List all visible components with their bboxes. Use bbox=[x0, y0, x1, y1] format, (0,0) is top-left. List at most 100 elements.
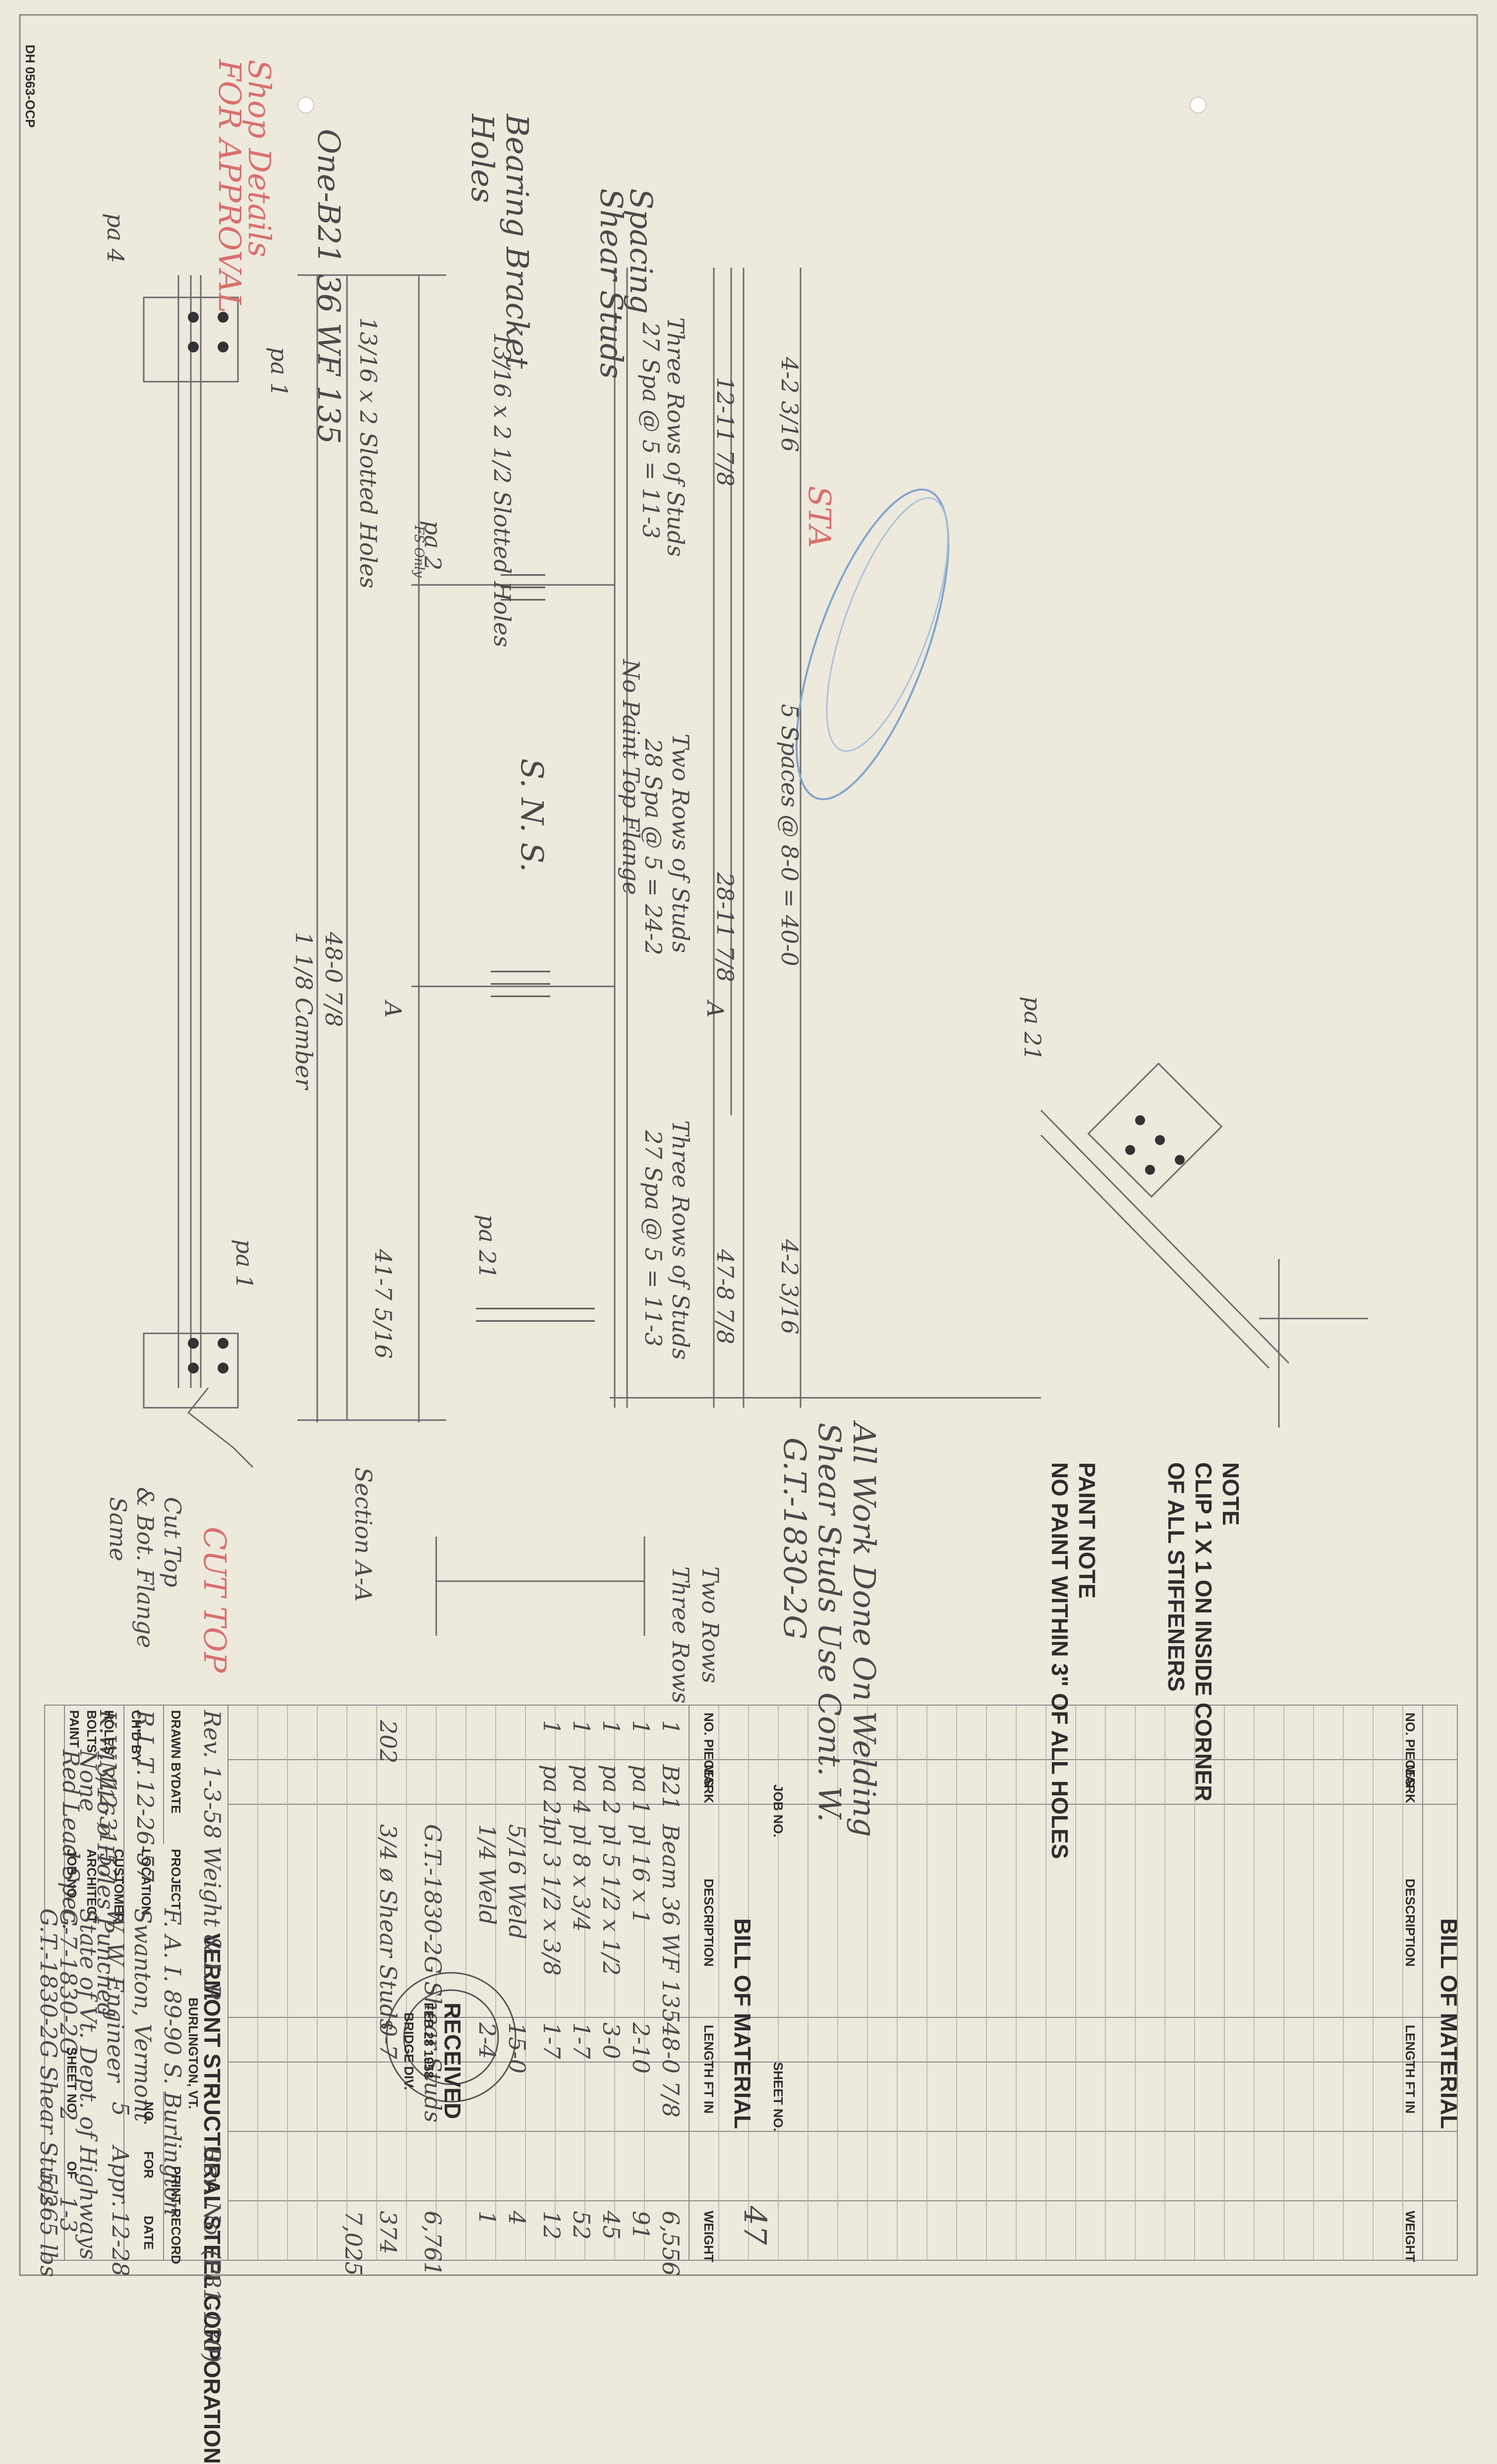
bom-row-weight: 52 bbox=[568, 2211, 595, 2240]
spaces-dim: 5 Spaces @ 8-0 = 40-0 bbox=[776, 704, 803, 967]
stud-note: G.T.-1830-2G Shear Studs bbox=[35, 1908, 62, 2207]
bom-row-pieces: 1 bbox=[598, 1720, 625, 1735]
red-note-3: CUT TOP bbox=[197, 1527, 233, 1673]
dim-12: 12-11 7/8 bbox=[712, 377, 739, 487]
bom-left-heading: BILL OF MATERIAL bbox=[730, 1918, 755, 2129]
bom-row-mark: pa 1 bbox=[628, 1765, 654, 1815]
bom-row-weight: 374 bbox=[375, 2211, 402, 2254]
revision-number: Rev. No. (P81-130) bbox=[199, 2146, 226, 2363]
print-for-value: Appr. bbox=[107, 2146, 134, 2208]
camber-label: 1 1/8 Camber bbox=[290, 932, 317, 1089]
dim-a1: 4-2 3/16 bbox=[776, 357, 803, 452]
print-date-value: 12-28 bbox=[107, 2211, 134, 2277]
bom-left-circle-number: 47 bbox=[737, 2206, 773, 2245]
bom-left-col-desc: DESCRIPTION bbox=[701, 1879, 716, 1967]
stud-weight: 5,265 lbs bbox=[35, 2171, 62, 2278]
bom-row-desc: Beam 36 WF 135 bbox=[657, 1824, 684, 2023]
slotted-holes-label: 13/16 x 2 1/2 Slotted Holes bbox=[489, 332, 516, 647]
dim-47: 47-8 7/8 bbox=[712, 1249, 739, 1344]
paint-value: Red Lead Spec. bbox=[58, 1750, 84, 1930]
bom-row-weight: 6,556 bbox=[657, 2211, 684, 2276]
three-rows-label: Three Rows bbox=[667, 1566, 694, 1704]
bom-row-length: 48-0 7/8 bbox=[657, 2022, 684, 2118]
holes-label: HOLES bbox=[102, 1710, 116, 1755]
cut-top-3: Same bbox=[105, 1497, 131, 1561]
bom-row-weight: 4 bbox=[504, 2211, 530, 2226]
bearing-label-1: Bearing Bracket bbox=[499, 114, 535, 369]
three-rows-1: Three Rows of Studs bbox=[662, 317, 689, 557]
bom-row-mark: pa 4 bbox=[568, 1765, 595, 1815]
sheet-label: DH 0563-OCP bbox=[23, 45, 38, 128]
drawing-sheet: DH 0563-OCP Bearing Bracket Holes Shear … bbox=[19, 14, 1478, 2464]
bom-row-desc: 1/4 Weld bbox=[474, 1824, 501, 1925]
bom-row-length: 2-4 bbox=[474, 2022, 501, 2060]
bom-row-weight: 1 bbox=[474, 2211, 501, 2226]
bom-row-length: 2-10 bbox=[628, 2022, 654, 2074]
pa4-label: pa 4 bbox=[102, 213, 129, 263]
bom-left-col-length: LENGTH FT IN bbox=[701, 2025, 716, 2114]
project-label: PROJECT bbox=[169, 1849, 183, 1910]
bom-row-pieces: 1 bbox=[568, 1720, 595, 1735]
dim-28: 28-11 7/8 bbox=[712, 872, 739, 982]
print-record-label: PRINT RECORD bbox=[169, 2166, 183, 2264]
bom-left-col-weight: WEIGHT bbox=[701, 2211, 716, 2262]
bom-row-length: 1-7 bbox=[568, 2022, 595, 2060]
print-date-label: DATE bbox=[141, 2216, 156, 2250]
drawing-linework bbox=[19, 14, 1478, 2276]
bom-left-job-label: JOB NO. bbox=[771, 1784, 786, 1837]
received-stamp-date: FEB 28 1958 bbox=[421, 2003, 436, 2079]
company-city: BURLINGTON, VT. bbox=[186, 1998, 201, 2109]
note-title: NOTE bbox=[1218, 1462, 1244, 1526]
bom-left-sheet-label: SHEET NO. bbox=[771, 2062, 786, 2132]
section-label: Section A-A bbox=[350, 1467, 377, 1602]
bom-row-pieces: 202 bbox=[375, 1720, 402, 1764]
bom-row-mark: pa 21 bbox=[538, 1765, 565, 1830]
bom-row-length: 15-0 bbox=[504, 2022, 530, 2074]
bom-row-length: 1-7 bbox=[538, 2022, 565, 2060]
bom-row-desc: 3/4 ø Shear Studs bbox=[375, 1824, 402, 2031]
bom-row-desc: pl 8 x 3/4 bbox=[568, 1824, 595, 1932]
bom-left-col-mark: MARK bbox=[701, 1765, 716, 1803]
bom-row-desc: 5/16 Weld bbox=[504, 1824, 530, 1940]
pa21-label: pa 21 bbox=[474, 1214, 501, 1279]
bom-row-pieces: 1 bbox=[657, 1720, 684, 1735]
member-label: One-B21 36 WF 135 bbox=[311, 129, 347, 444]
a-mark-1: A bbox=[380, 1001, 406, 1018]
two-rows: Two Rows of Studs bbox=[667, 734, 694, 953]
red-note-2: FOR APPROVAL bbox=[212, 59, 248, 313]
bom-right-col-desc: DESCRIPTION bbox=[1403, 1879, 1418, 1967]
bom-row-pieces: 1 bbox=[628, 1720, 654, 1735]
bolts-label: BOLTS bbox=[84, 1710, 99, 1753]
welding-note-1: All Work Done On Welding bbox=[846, 1423, 882, 1837]
bom-total-weight: 7,025 bbox=[340, 2211, 367, 2276]
location-label: LOCATION bbox=[139, 1849, 154, 1915]
revision-note: Rev. 1-3-58 Weight & L.P. bbox=[199, 1710, 226, 2003]
bom-row-weight: 12 bbox=[538, 2211, 565, 2240]
slotted-holes-label-2: 13/16 x 2 Slotted Holes bbox=[355, 317, 382, 589]
received-stamp-heading: RECEIVED bbox=[440, 2003, 465, 2120]
red-note-4: STA bbox=[802, 486, 838, 548]
dim-41: 41-7 5/16 bbox=[370, 1249, 397, 1359]
three-rows-2: Three Rows of Studs bbox=[667, 1120, 694, 1360]
bom-row-desc: pl 5 1/2 x 1/2 bbox=[598, 1824, 625, 1976]
paint-note-title: PAINT NOTE bbox=[1074, 1462, 1100, 1599]
cut-top-1: Cut Top bbox=[159, 1497, 186, 1588]
length-dim: 48-0 7/8 bbox=[320, 932, 347, 1027]
bom-row-weight: 91 bbox=[628, 2211, 654, 2240]
date-label: DATE bbox=[169, 1779, 183, 1814]
dim-a2: 4-2 3/16 bbox=[776, 1239, 803, 1334]
note-text-2: OF ALL STIFFENERS bbox=[1163, 1462, 1189, 1692]
bom-right-col-mark: MARK bbox=[1403, 1765, 1418, 1803]
sns-label: S. N. S. bbox=[514, 758, 550, 872]
bom-row-weight: 45 bbox=[598, 2211, 625, 2240]
three-rows-2-spacing: 27 Spa @ 5 = 11-3 bbox=[640, 1130, 667, 1347]
pa21-detail-label: pa 21 bbox=[1019, 996, 1046, 1061]
no-paint-flange: No Paint Top Flange bbox=[618, 659, 644, 895]
print-no-label: NO. bbox=[141, 2102, 156, 2125]
a-mark-2: A bbox=[702, 1001, 729, 1018]
bom-row-mark: B21 bbox=[657, 1765, 684, 1811]
job-no-label: JOB NO. bbox=[64, 1849, 79, 1902]
paint-label: PAINT bbox=[67, 1710, 82, 1748]
bom-row-length: 3-0 bbox=[598, 2022, 625, 2060]
pa1-label-2: pa 1 bbox=[231, 1239, 258, 1289]
